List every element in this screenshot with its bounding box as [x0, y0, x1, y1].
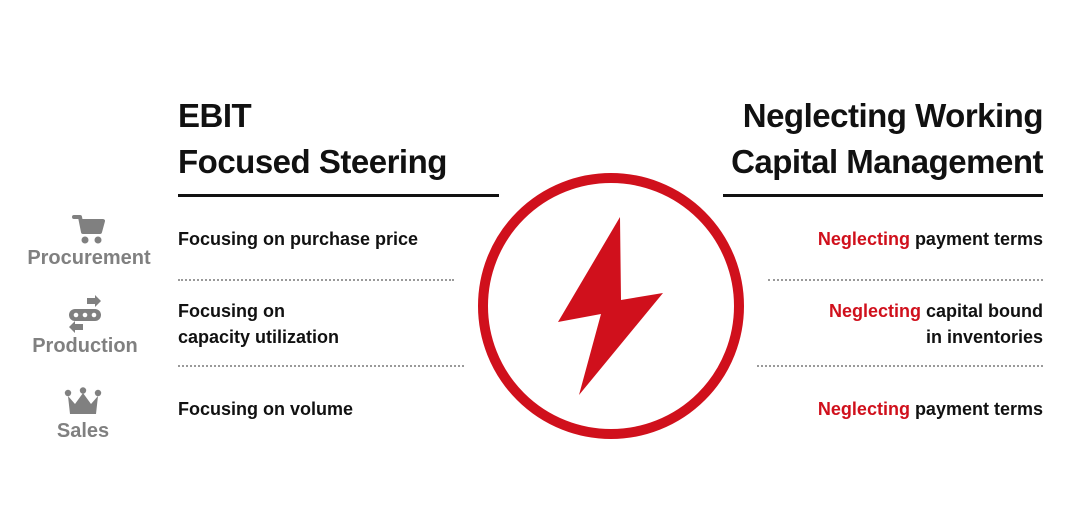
row2-right-text: Neglecting capital bound in inventories	[829, 298, 1043, 350]
row3-right-rest: payment terms	[909, 399, 1043, 419]
category-label-procurement: Procurement	[27, 247, 151, 269]
right-heading-rule	[723, 194, 1043, 197]
row3-right-accent: Neglecting	[817, 399, 910, 419]
conflict-emblem	[478, 173, 744, 439]
conveyor-belt-icon	[69, 295, 101, 333]
row2-right-accent: Neglecting	[828, 301, 921, 321]
row2-right-rest: capital bound	[920, 301, 1043, 321]
category-production: Production	[15, 294, 155, 358]
category-label-sales: Sales	[56, 420, 110, 442]
lightning-bolt-icon	[558, 217, 663, 395]
row1-right-text: Neglecting payment terms	[818, 226, 1043, 252]
row2-left-text: Focusing on capacity utilization	[178, 298, 339, 350]
shopping-cart-icon	[72, 215, 105, 244]
right-heading-line1: Neglecting Working	[742, 97, 1044, 134]
category-sales: Sales	[13, 387, 153, 443]
crown-icon	[64, 387, 102, 414]
row1-right-divider	[768, 279, 1043, 281]
row2-right-line1: Neglecting capital bound	[829, 298, 1043, 324]
category-label-production: Production	[32, 335, 138, 357]
left-heading-line1: EBIT	[178, 97, 252, 134]
row3-right-text: Neglecting payment terms	[818, 396, 1043, 422]
left-heading: EBIT Focused Steering	[178, 93, 447, 185]
row1-left-text: Focusing on purchase price	[178, 229, 419, 249]
left-heading-line2: Focused Steering	[178, 143, 447, 180]
row1-right-accent: Neglecting	[817, 229, 910, 249]
row2-right-divider	[757, 365, 1043, 367]
row2-left-line1: Focusing on	[178, 301, 285, 321]
emblem-ring	[478, 173, 744, 439]
row1-right-rest: payment terms	[909, 229, 1043, 249]
right-heading-line2: Capital Management	[731, 143, 1043, 180]
row2-left-line2: capacity utilization	[178, 327, 340, 347]
right-heading: Neglecting Working Capital Management	[731, 93, 1043, 185]
category-procurement: Procurement	[19, 212, 159, 270]
row2-right-line2: in inventories	[925, 327, 1043, 347]
row2-left-divider	[178, 365, 464, 367]
row1-left-divider	[178, 279, 454, 281]
row3-left-text: Focusing on volume	[178, 399, 354, 419]
left-heading-rule	[178, 194, 499, 197]
